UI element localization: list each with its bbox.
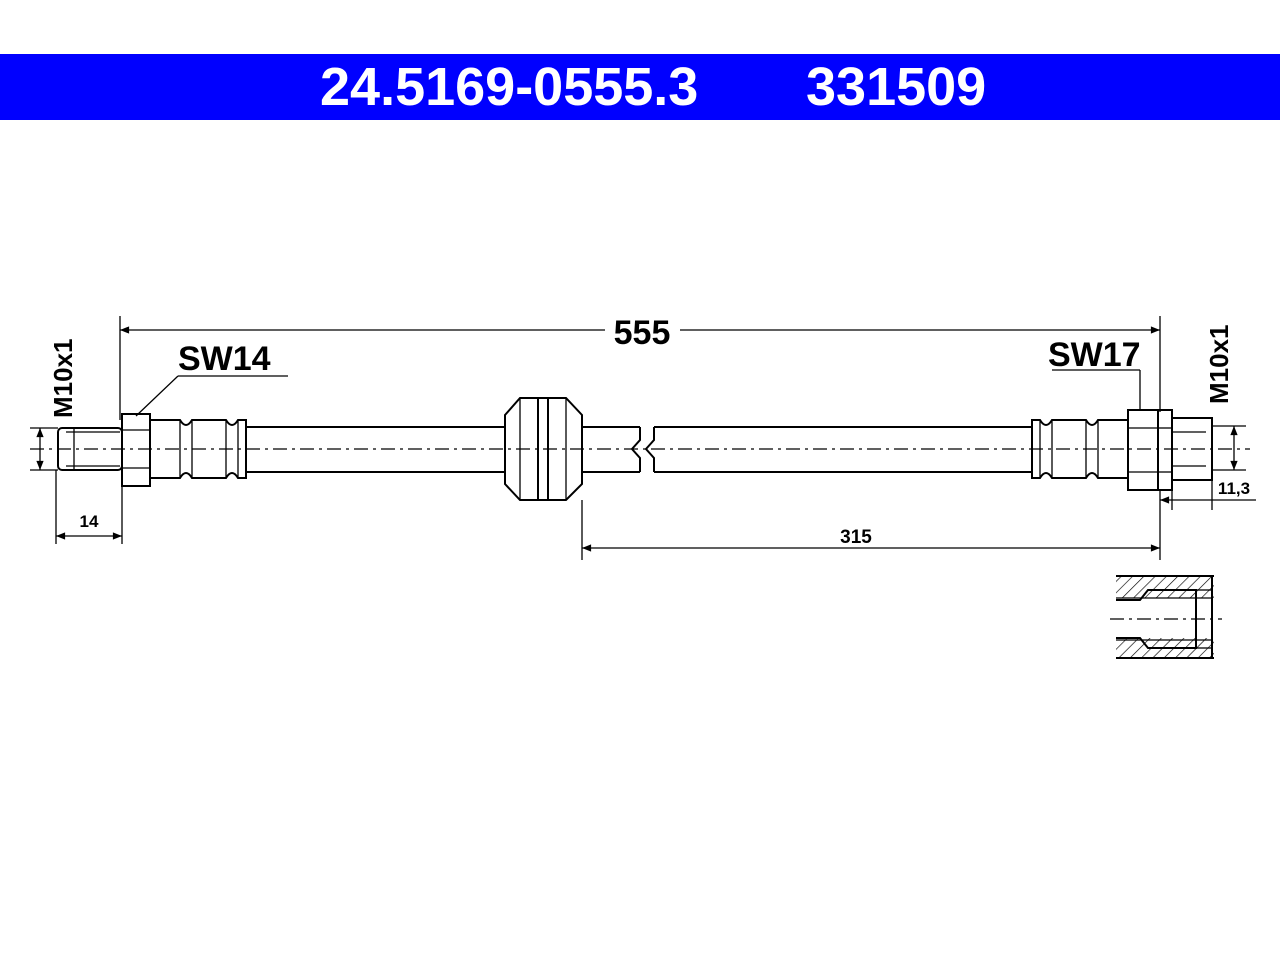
partial-length-label: 315 [840,527,872,548]
thread-length-label: 14 [80,512,99,531]
right-wrench-label: SW17 [1048,336,1141,374]
part-number: 24.5169-0555.3 [320,57,699,117]
right-thread-label: M10x1 [1204,325,1234,405]
alt-part-number: 331509 [806,57,987,117]
port-section-detail [1110,575,1222,659]
hose-middle-segment [582,426,1032,473]
port-depth-label: 11,3 [1218,479,1250,498]
hose-left-segment [246,426,505,473]
right-female-port [1171,417,1213,481]
left-thread-label: M10x1 [48,339,78,419]
left-ferrule [149,419,247,479]
mounting-grommet [504,397,583,501]
left-hex-nut [121,413,151,487]
right-hex-nut [1127,409,1173,491]
header-bar: 24.5169-0555.3 331509 [0,54,1280,120]
overall-length-label: 555 [614,314,671,352]
left-wrench-label: SW14 [178,340,271,378]
